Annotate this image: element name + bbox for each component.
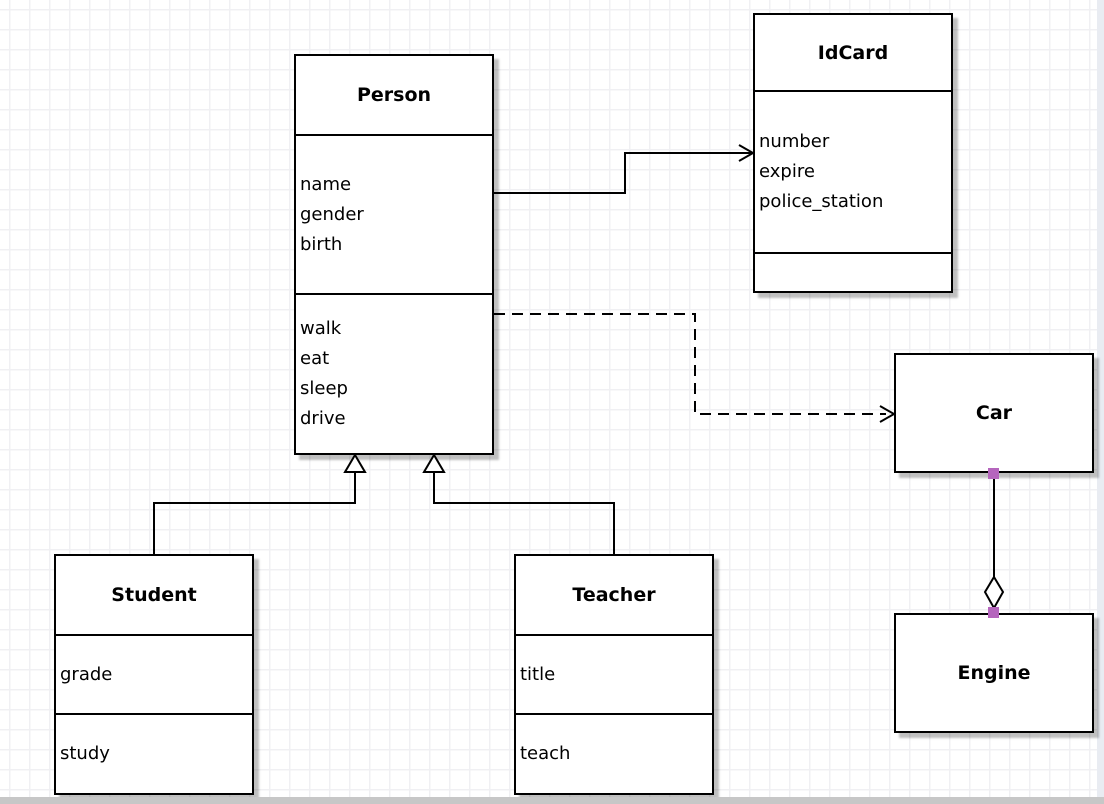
class-box-engine[interactable]: Engine: [894, 613, 1094, 733]
dependency-person-car[interactable]: [494, 313, 897, 423]
selection-handle[interactable]: [988, 607, 999, 618]
attribute-label: gender: [300, 203, 364, 225]
open-arrowhead-icon: [879, 405, 897, 423]
class-title: Person: [296, 56, 492, 136]
class-title: Student: [56, 556, 252, 636]
attribute-label: birth: [300, 233, 343, 255]
hollow-triangle-arrowhead-icon: [422, 453, 446, 473]
attribute-label: title: [520, 663, 556, 685]
attribute-label: number: [759, 131, 830, 152]
association-person-idcard[interactable]: [494, 144, 756, 194]
selection-handle[interactable]: [988, 468, 999, 479]
class-box-person[interactable]: Person name gender birth walk eat sleep …: [294, 54, 494, 455]
attributes-section: name gender birth: [296, 136, 492, 295]
aggregation-car-engine[interactable]: [983, 468, 1005, 618]
methods-section: teach: [516, 715, 712, 793]
class-box-car[interactable]: Car: [894, 353, 1094, 473]
method-label: teach: [520, 743, 571, 764]
class-title: IdCard: [755, 15, 951, 92]
method-label: eat: [300, 348, 330, 369]
attributes-section: title: [516, 636, 712, 715]
inheritance-teacher-person[interactable]: [422, 453, 615, 554]
class-title: Car: [975, 402, 1013, 424]
horizontal-scrollbar-track[interactable]: [0, 797, 1104, 804]
method-label: sleep: [300, 378, 348, 399]
class-box-idcard[interactable]: IdCard number expire police_station: [753, 13, 953, 293]
class-title: Engine: [957, 662, 1031, 684]
method-label: walk: [300, 318, 342, 339]
attribute-label: police_station: [759, 191, 884, 212]
hollow-diamond-icon: [983, 575, 1005, 611]
methods-section: walk eat sleep drive: [296, 295, 492, 453]
attributes-section: grade: [56, 636, 252, 715]
vertical-scrollbar-track[interactable]: [1097, 0, 1104, 804]
method-label: study: [60, 743, 110, 764]
methods-section: study: [56, 715, 252, 793]
attribute-label: grade: [60, 663, 113, 685]
attribute-label: expire: [759, 161, 815, 182]
inheritance-student-person[interactable]: [153, 453, 367, 554]
method-label: drive: [300, 408, 346, 429]
open-arrowhead-icon: [738, 144, 756, 162]
hollow-triangle-arrowhead-icon: [343, 453, 367, 473]
class-title: Teacher: [516, 556, 712, 636]
class-box-teacher[interactable]: Teacher title teach: [514, 554, 714, 795]
attribute-label: name: [300, 173, 352, 195]
attributes-section: number expire police_station: [755, 92, 951, 254]
class-box-student[interactable]: Student grade study: [54, 554, 254, 795]
